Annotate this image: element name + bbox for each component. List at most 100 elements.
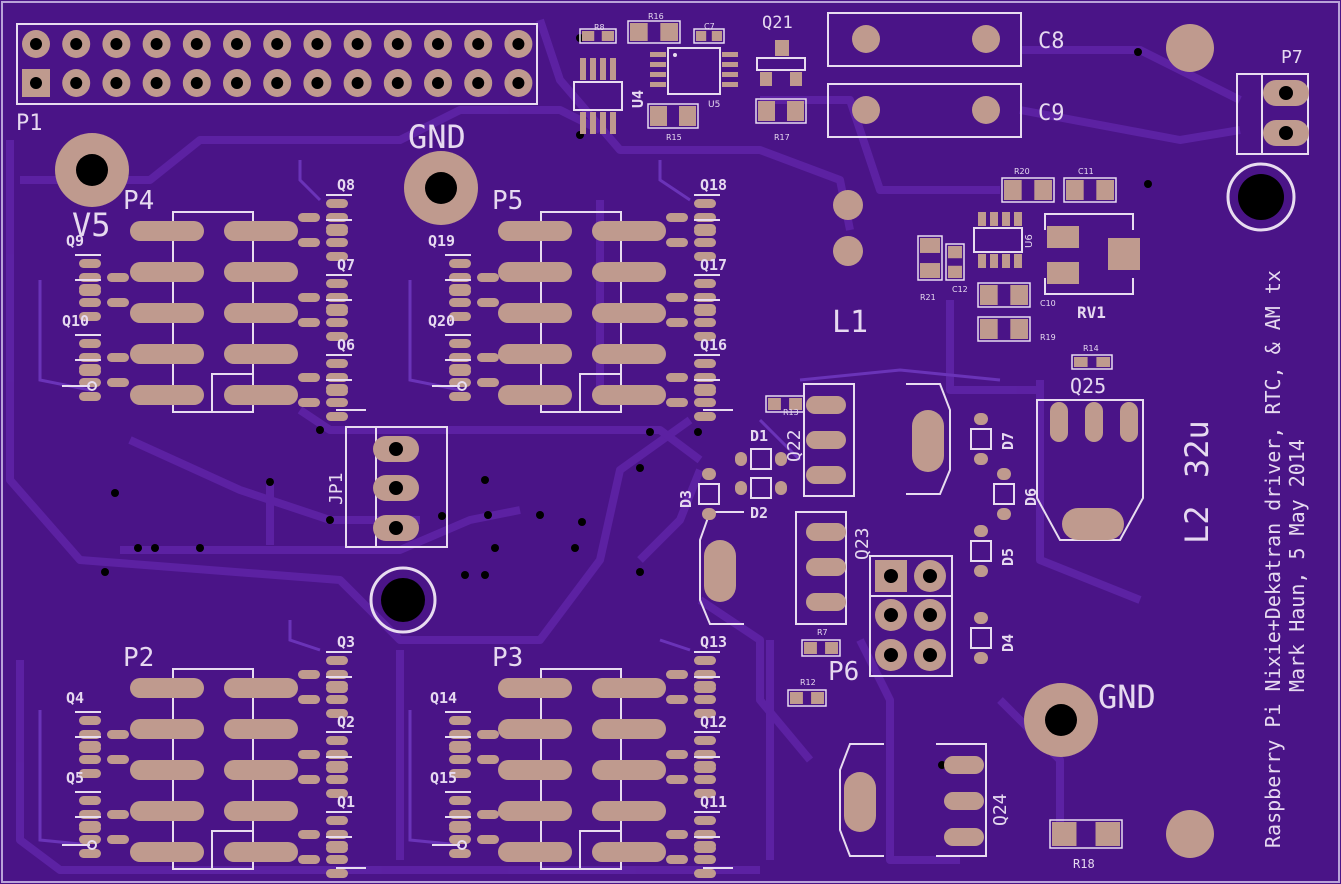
dip-sockets	[130, 211, 666, 870]
sot-pad	[449, 298, 471, 307]
chip-pad	[630, 23, 648, 41]
sot-pad	[298, 855, 320, 864]
dip-pad	[592, 385, 666, 405]
sot-pad	[666, 750, 688, 759]
sot-pad	[694, 695, 716, 704]
sot-pad	[477, 378, 499, 387]
label-p5: P5	[492, 186, 523, 216]
chip-pad	[948, 246, 962, 259]
dip-pad	[224, 842, 298, 862]
label-q11: Q11	[700, 793, 727, 811]
dip-pad	[224, 719, 298, 739]
chip-pad	[790, 692, 803, 704]
label-q7: Q7	[337, 256, 355, 274]
p1-pin-hole	[432, 77, 444, 89]
sot-pad	[326, 252, 348, 261]
label-q15: Q15	[430, 769, 457, 787]
chip-pad	[660, 23, 678, 41]
label-r16: R16	[648, 12, 664, 21]
chip-pad	[811, 692, 824, 704]
chip-pad	[601, 31, 614, 41]
sot-pad	[79, 755, 101, 764]
sot-pad	[694, 816, 716, 825]
dip-pad	[130, 801, 204, 821]
label-q17: Q17	[700, 256, 727, 274]
label-c10: C10	[1040, 299, 1056, 308]
label-r20: R20	[1014, 167, 1030, 176]
label-r13: R13	[783, 408, 799, 417]
dip-pad	[130, 262, 204, 282]
sot-pad	[694, 359, 716, 368]
chip-pad	[711, 31, 722, 41]
label-q10: Q10	[62, 312, 89, 330]
dip-pad	[130, 678, 204, 698]
chip-pad	[1096, 357, 1110, 367]
sot-pad	[326, 656, 348, 665]
sot-pad	[694, 789, 716, 798]
diode-pad	[775, 452, 787, 466]
label-q14: Q14	[430, 689, 457, 707]
sot-pad	[449, 284, 471, 293]
chip-pad	[1095, 822, 1120, 846]
dip-pad	[592, 221, 666, 241]
dip-pin1-marker	[579, 373, 621, 412]
diode-labels: D1 D2 D3 D4 D5 D6 D7	[677, 427, 1040, 652]
chip-pad	[679, 106, 696, 126]
chip-pad	[1074, 357, 1088, 367]
sot-pad	[477, 835, 499, 844]
sot-pad	[694, 304, 716, 313]
chip-pad	[920, 263, 940, 278]
sot-pad	[326, 412, 348, 421]
diode-body	[970, 627, 992, 649]
label-q9: Q9	[66, 232, 84, 250]
sot-pad	[326, 398, 348, 407]
sot-pad	[694, 841, 716, 850]
dip-pad	[224, 385, 298, 405]
chip-pad	[980, 285, 998, 305]
sot-pad	[79, 259, 101, 268]
label-q3: Q3	[337, 633, 355, 651]
copper-traces	[6, 18, 1242, 874]
dip-pad	[224, 262, 298, 282]
chip-pad	[650, 106, 667, 126]
sot-pad	[79, 312, 101, 321]
diode-pad	[775, 481, 787, 495]
chip-pad	[768, 398, 781, 410]
sot-pad	[477, 730, 499, 739]
chip-pad	[825, 642, 838, 654]
header-p6: P6	[828, 555, 953, 687]
p1-pin-hole	[231, 77, 243, 89]
dip-pad	[130, 719, 204, 739]
sot-pad	[107, 755, 129, 764]
p1-pin-hole	[231, 38, 243, 50]
chip-pad	[696, 31, 707, 41]
sot-pad	[107, 810, 129, 819]
sot-pad	[326, 318, 348, 327]
sot-pad	[449, 339, 471, 348]
label-r7: R7	[817, 628, 828, 637]
sot-pad	[326, 279, 348, 288]
label-q13: Q13	[700, 633, 727, 651]
dip-pad	[224, 760, 298, 780]
sot-pad	[79, 284, 101, 293]
sot-pad	[666, 213, 688, 222]
sot-pad	[326, 224, 348, 233]
dip-pad	[498, 719, 572, 739]
label-q19: Q19	[428, 232, 455, 250]
sot-pad	[666, 398, 688, 407]
sot-pad	[298, 830, 320, 839]
chip-pad	[1034, 180, 1052, 200]
label-u5: U5	[708, 100, 720, 110]
dip-pad	[592, 303, 666, 323]
chip-outline	[945, 243, 965, 281]
dip-pad	[498, 303, 572, 323]
p1-pin-hole	[472, 38, 485, 50]
dip-pad	[498, 760, 572, 780]
mounting-holes	[55, 24, 1296, 858]
sot-pad	[694, 252, 716, 261]
p1-pin-hole	[351, 38, 364, 50]
diode-pad	[974, 612, 988, 624]
sot-pad	[79, 364, 101, 373]
dip-pad	[498, 262, 572, 282]
sot-pad	[79, 849, 101, 858]
